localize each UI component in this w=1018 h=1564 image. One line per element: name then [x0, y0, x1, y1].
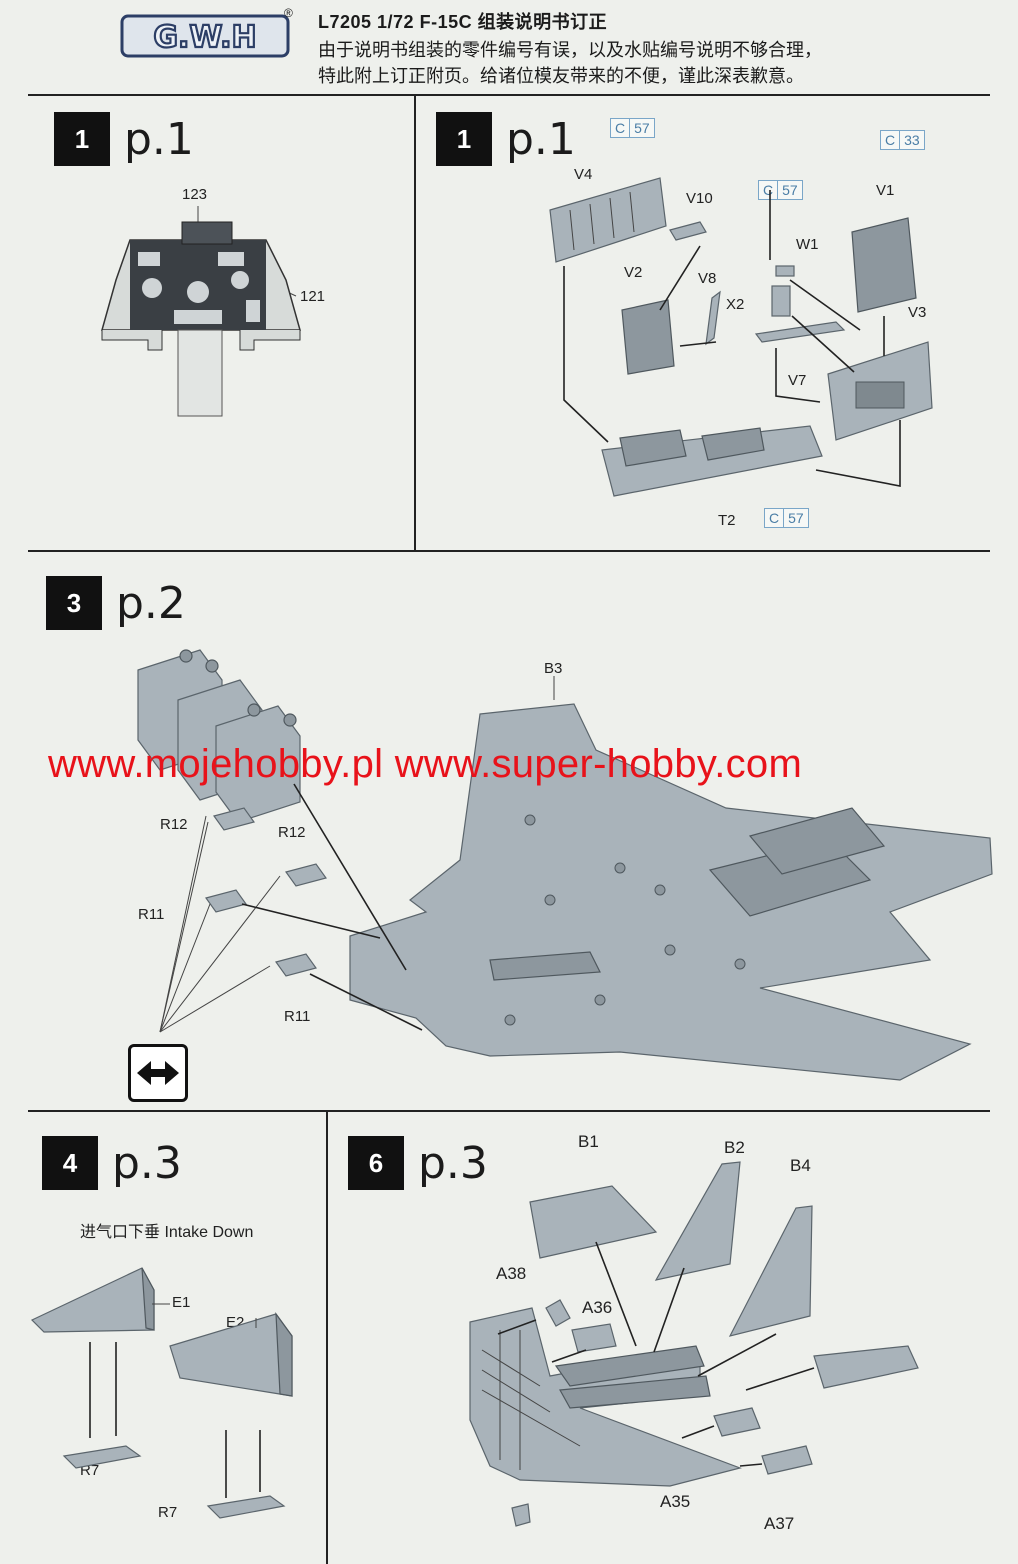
- grid-line-top: [28, 94, 990, 96]
- step-header-6: 6 p.3: [348, 1136, 488, 1190]
- label-x2: X2: [726, 296, 745, 313]
- label-121: 121: [300, 288, 326, 305]
- step-number: 4: [42, 1136, 98, 1190]
- instrument-panel-illustration: [101, 206, 301, 417]
- label-r12-right: R12: [278, 824, 306, 841]
- grid-divider-row3: [326, 1110, 328, 1564]
- step-page: p.1: [506, 113, 576, 165]
- label-r11-left: R11: [138, 906, 165, 923]
- grid-divider-row1: [414, 94, 416, 550]
- step-header-3: 3 p.2: [46, 576, 186, 630]
- label-a37: A37: [764, 1514, 795, 1533]
- tail-assembly-illustration: [469, 1161, 919, 1527]
- cockpit-parts-illustration: [549, 177, 933, 497]
- intake-parts-illustration: [30, 1267, 293, 1519]
- label-v7: V7: [788, 372, 807, 389]
- registered-mark: ®: [284, 6, 293, 20]
- label-b3: B3: [544, 660, 563, 677]
- gwh-logo: G.W.H: [120, 14, 290, 58]
- symmetric-assembly-icon: [128, 1044, 188, 1102]
- label-a35: A35: [660, 1492, 691, 1511]
- step-number: 1: [436, 112, 492, 166]
- step-number: 6: [348, 1136, 404, 1190]
- label-t2: T2: [718, 512, 736, 529]
- label-b2: B2: [724, 1138, 745, 1157]
- label-a36: A36: [582, 1298, 613, 1317]
- label-123: 123: [182, 186, 208, 203]
- label-w1: W1: [796, 236, 819, 253]
- step-header-1-left: 1 p.1: [54, 112, 194, 166]
- label-v2: V2: [624, 264, 643, 281]
- header-note-line-1: 由于说明书组装的零件编号有误，以及水贴编号说明不够合理，: [318, 40, 822, 60]
- intake-down-caption: 进气口下垂 Intake Down: [80, 1224, 254, 1241]
- label-v3: V3: [908, 304, 927, 321]
- label-b1: B1: [578, 1132, 599, 1151]
- step-page: p.3: [418, 1137, 488, 1189]
- grid-line-row3: [28, 1110, 990, 1112]
- step-header-1-right: 1 p.1: [436, 112, 576, 166]
- step-number: 3: [46, 576, 102, 630]
- label-v8: V8: [698, 270, 717, 287]
- label-v10: V10: [686, 190, 713, 207]
- step-header-4: 4 p.3: [42, 1136, 182, 1190]
- header-note-line-2: 特此附上订正附页。给诸位模友带来的不便，谨此深表歉意。: [318, 66, 804, 86]
- step-page: p.2: [116, 577, 186, 629]
- header-title: L7205 1/72 F-15C 组装说明书订正: [318, 12, 608, 32]
- label-r12-left: R12: [160, 816, 188, 833]
- step-page: p.1: [124, 113, 194, 165]
- watermark-urls: www.mojehobby.pl www.super-hobby.com: [48, 742, 803, 786]
- label-v1: V1: [876, 182, 895, 199]
- label-b4: B4: [790, 1156, 811, 1175]
- lower-fuselage-illustration: [137, 649, 993, 1081]
- label-e1: E1: [172, 1294, 191, 1311]
- label-r11-bottom: R11: [284, 1008, 311, 1025]
- label-v4: V4: [574, 166, 593, 183]
- step-number: 1: [54, 112, 110, 166]
- svg-text:G.W.H: G.W.H: [153, 20, 256, 55]
- label-a38: A38: [496, 1264, 527, 1283]
- label-r7-right: R7: [158, 1504, 178, 1521]
- step-page: p.3: [112, 1137, 182, 1189]
- grid-line-row2: [28, 550, 990, 552]
